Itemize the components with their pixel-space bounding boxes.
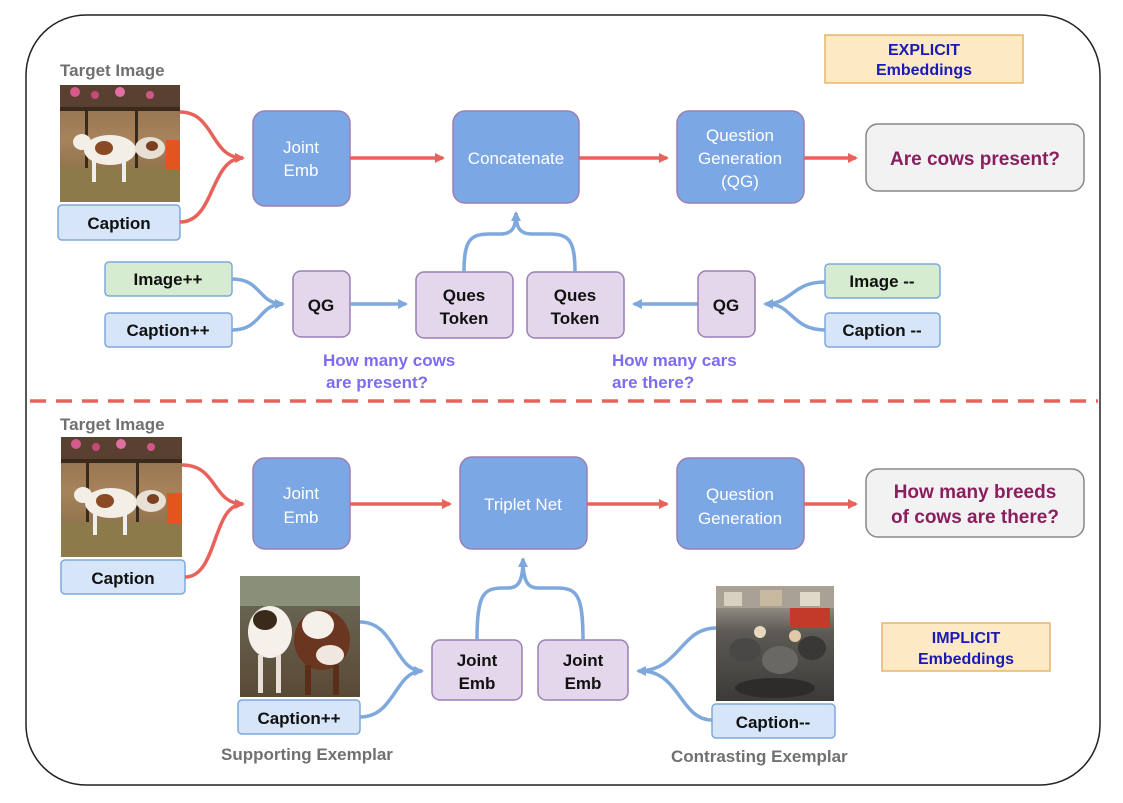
caption-pos-label-bottom: Caption++ (257, 709, 340, 728)
caption-neg-to-qg-arrow (767, 302, 826, 332)
qg-line2: Generation (698, 149, 782, 168)
contrasting-exemplar-label: Contrasting Exemplar (671, 747, 848, 766)
token-pos-to-concat-arrow (462, 212, 518, 273)
supporting-exemplar-label: Supporting Exemplar (221, 745, 393, 764)
qg-neg-label: QG (713, 296, 739, 315)
qg-line1: Question (706, 126, 774, 145)
triplet-net-label: Triplet Net (484, 495, 562, 514)
image-to-joint-arrow (179, 110, 244, 160)
caption-to-joint-arrow (179, 153, 245, 224)
output-box-bottom (865, 468, 1085, 538)
image-pos-to-qg-arrow (231, 277, 284, 306)
ques-token-neg-block (526, 271, 625, 339)
output-box (865, 123, 1085, 192)
joint-emb-line2: Emb (284, 161, 319, 180)
joint-emb-pos-line2: Emb (459, 674, 496, 693)
qg-bottom-line1: Question (706, 485, 774, 504)
target-image-label: Target Image (60, 61, 165, 80)
image-neg-box (824, 263, 941, 299)
qg-neg-block (697, 270, 756, 338)
caption-neg-box (824, 312, 941, 348)
output-question: Are cows present? (890, 149, 1060, 170)
question-pos-line1: How many cows (323, 351, 455, 370)
explicit-label-box (824, 34, 1024, 84)
supporting-exemplar-image (240, 576, 360, 697)
explicit-label-line2: Embeddings (876, 62, 972, 79)
contrast-caption-to-joint-arrow (640, 669, 713, 722)
implicit-label-box (881, 622, 1051, 672)
contrast-image-to-joint-arrow (636, 626, 717, 676)
image-neg-to-qg-arrow (763, 280, 826, 309)
explicit-section: EXPLICIT Embeddings Target Image Caption (57, 34, 1085, 392)
caption-to-joint-arrow-bottom (184, 499, 245, 579)
qg-bottom-line2: Generation (698, 509, 782, 528)
target-image-top (60, 85, 180, 202)
concatenate-label: Concatenate (468, 149, 564, 168)
joint-emb-bottom-line1: Joint (283, 484, 319, 503)
question-pos-line2: are present? (326, 373, 428, 392)
ques-token-pos-block (415, 271, 514, 339)
implicit-section: Target Image Caption Joint Emb T (60, 415, 1085, 766)
caption-pos-to-qg-arrow (231, 299, 285, 332)
outer-frame (25, 14, 1101, 786)
image-to-joint-arrow-bottom (181, 463, 244, 506)
question-neg-line2: are there? (612, 373, 694, 392)
implicit-label-line1: IMPLICIT (932, 630, 1001, 647)
joint-emb-pos-line1: Joint (457, 651, 498, 670)
joint-emb-block-bottom (252, 457, 351, 550)
qg-line3: (QG) (721, 172, 759, 191)
joint-emb-neg-line1: Joint (563, 651, 604, 670)
caption-label: Caption (87, 214, 150, 233)
target-image-bottom (61, 437, 182, 557)
question-neg-line1: How many cars (612, 351, 737, 370)
output-bottom-line2: of cows are there? (891, 507, 1059, 528)
ques-token-neg-line2: Token (551, 309, 600, 328)
implicit-label-line2: Embeddings (918, 651, 1014, 668)
contrasting-exemplar-image (716, 586, 834, 701)
token-neg-to-concat-arrow (511, 211, 577, 273)
joint-emb-line1: Joint (283, 138, 319, 157)
qg-pos-label: QG (308, 296, 334, 315)
joint-emb-block (252, 110, 351, 207)
output-bottom-line1: How many breeds (894, 482, 1057, 503)
support-caption-to-joint-arrow (359, 666, 424, 719)
caption-pos-label: Caption++ (126, 321, 209, 340)
joint-neg-to-triplet-arrow (518, 557, 585, 641)
explicit-label-line1: EXPLICIT (888, 42, 960, 59)
ques-token-pos-line2: Token (440, 309, 489, 328)
target-image-label-bottom: Target Image (60, 415, 165, 434)
support-image-to-joint-arrow (359, 620, 423, 673)
ques-token-neg-line1: Ques (554, 286, 597, 305)
caption-neg-label-bottom: Caption-- (736, 713, 811, 732)
image-pos-label: Image++ (134, 270, 203, 289)
joint-emb-neg-line2: Emb (565, 674, 602, 693)
image-neg-label: Image -- (849, 272, 914, 291)
caption-label-bottom: Caption (91, 569, 154, 588)
joint-emb-bottom-line2: Emb (284, 508, 319, 527)
ques-token-pos-line1: Ques (443, 286, 486, 305)
joint-pos-to-triplet-arrow (475, 558, 525, 641)
caption-neg-label: Caption -- (842, 321, 921, 340)
